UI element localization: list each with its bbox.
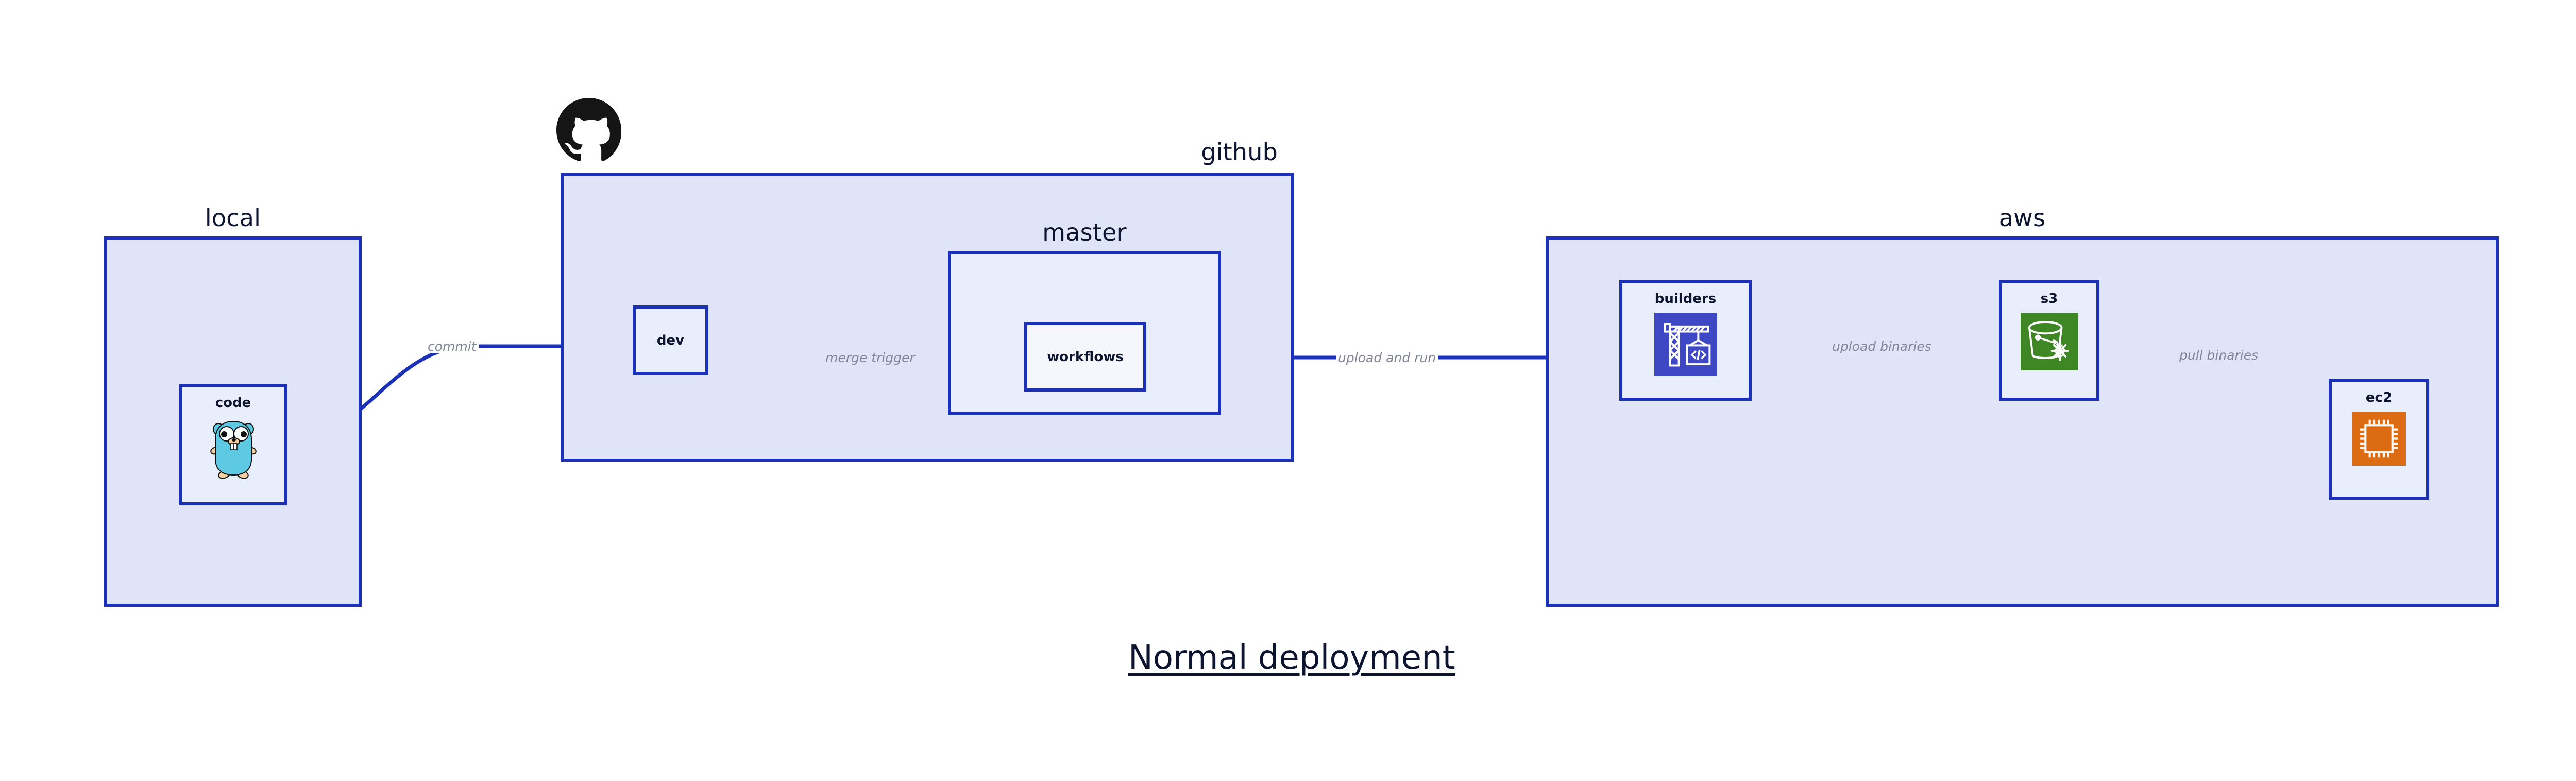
aws-s3-bucket-snowflake-icon <box>2020 313 2078 372</box>
diagram-title: Normal deployment <box>1128 639 1455 677</box>
group-aws-label: aws <box>1998 204 2046 232</box>
node-workflows[interactable]: workflows <box>1024 322 1146 392</box>
edge-label-merge-trigger: merge trigger <box>823 351 917 364</box>
edge-label-pull-binaries: pull binaries <box>2177 349 2261 362</box>
node-workflows-label: workflows <box>1047 349 1124 365</box>
aws-codebuild-crane-icon <box>1654 313 1717 378</box>
subgroup-master-label: master <box>1042 218 1127 246</box>
group-local-label: local <box>205 204 261 232</box>
edge-label-commit: commit <box>426 340 479 353</box>
node-dev-label: dev <box>656 332 685 348</box>
node-ec2[interactable]: ec2 <box>2329 379 2429 500</box>
node-builders-label: builders <box>1654 291 1717 307</box>
node-dev[interactable]: dev <box>633 305 708 375</box>
node-code[interactable]: code <box>179 384 287 505</box>
github-octocat-icon <box>556 98 622 165</box>
edge-label-upload-binaries: upload binaries <box>1830 340 1934 353</box>
edge-label-upload-and-run: upload and run <box>1336 351 1438 364</box>
node-s3[interactable]: s3 <box>1999 280 2099 401</box>
node-code-label: code <box>215 395 251 411</box>
group-github-label: github <box>1201 138 1278 166</box>
node-builders[interactable]: builders <box>1619 280 1752 401</box>
node-ec2-label: ec2 <box>2365 390 2393 405</box>
go-gopher-icon <box>210 417 257 482</box>
aws-ec2-chip-icon <box>2352 412 2406 468</box>
node-s3-label: s3 <box>2040 291 2058 307</box>
